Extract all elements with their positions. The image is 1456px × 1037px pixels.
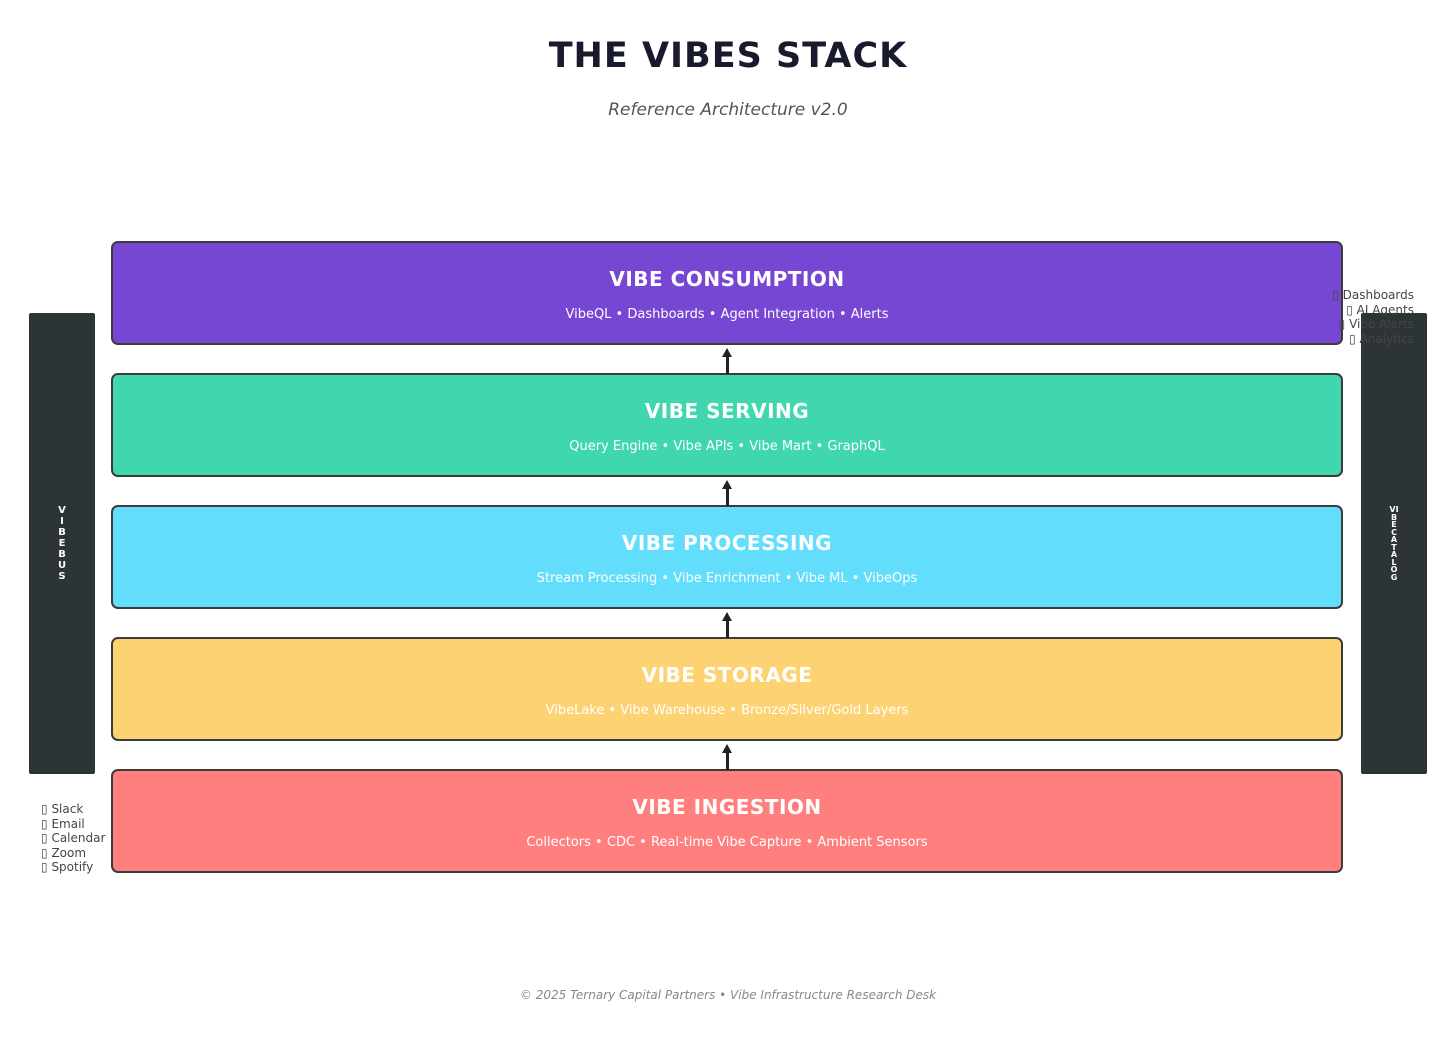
vibe-catalog-label: VIBE CATALOG	[1389, 505, 1399, 582]
diagram-title: THE VIBES STACK	[548, 36, 908, 76]
diagram-subtitle: Reference Architecture v2.0	[608, 100, 848, 120]
missing-glyph-icon: ▯	[41, 802, 48, 816]
layer-subtitle: Collectors • CDC • Real-time Vibe Captur…	[526, 835, 928, 850]
vibe-bus-sidebar: VIBE BUS	[29, 313, 95, 774]
layer-subtitle: VibeLake • Vibe Warehouse • Bronze/Silve…	[545, 703, 909, 718]
arrow-storage-to-processing	[722, 612, 732, 638]
layer-ingestion: VIBE INGESTION Collectors • CDC • Real-t…	[111, 769, 1343, 873]
layer-storage: VIBE STORAGE VibeLake • Vibe Warehouse •…	[111, 637, 1343, 741]
list-item: ▯ Email	[41, 816, 85, 831]
layer-subtitle: Query Engine • Vibe APIs • Vibe Mart • G…	[569, 439, 885, 454]
missing-glyph-icon: ▯	[41, 831, 48, 845]
list-item: ▯ Zoom	[41, 845, 87, 860]
list-item: ▯ Dashboards	[1332, 288, 1414, 302]
layer-subtitle: Stream Processing • Vibe Enrichment • Vi…	[536, 571, 918, 586]
layer-title: VIBE PROCESSING	[621, 531, 833, 555]
vibe-catalog-sidebar: VIBE CATALOG	[1361, 313, 1427, 774]
missing-glyph-icon: ▯	[41, 845, 48, 860]
data-sources-list: ▯ Slack ▯ Email ▯ Calendar ▯ Zoom ▯ Spot…	[41, 802, 105, 875]
list-item: ▯ Spotify	[41, 860, 94, 874]
outputs-list: ▯ Dashboards ▯ AI Agents ▯ Vibe Alerts ▯…	[1332, 288, 1414, 346]
missing-glyph-icon: ▯	[1346, 302, 1353, 317]
layer-subtitle: VibeQL • Dashboards • Agent Integration …	[565, 307, 889, 322]
missing-glyph-icon: ▯	[1349, 331, 1356, 346]
layer-title: VIBE STORAGE	[641, 663, 813, 687]
missing-glyph-icon: ▯	[41, 860, 48, 874]
missing-glyph-icon: ▯	[1338, 317, 1346, 331]
missing-glyph-icon: ▯	[1332, 288, 1339, 302]
arrow-serving-to-consumption	[722, 348, 732, 374]
layer-title: VIBE CONSUMPTION	[609, 267, 845, 291]
list-item: ▯ AI Agents	[1346, 302, 1414, 317]
list-item: ▯ Vibe Alerts	[1338, 317, 1414, 331]
layer-title: VIBE INGESTION	[632, 795, 822, 819]
layer-processing: VIBE PROCESSING Stream Processing • Vibe…	[111, 505, 1343, 609]
missing-glyph-icon: ▯	[41, 816, 48, 831]
list-item: ▯ Analytics	[1349, 331, 1414, 346]
list-item: ▯ Slack	[41, 802, 84, 816]
list-item: ▯ Calendar	[41, 831, 106, 845]
layer-consumption: VIBE CONSUMPTION VibeQL • Dashboards • A…	[111, 241, 1343, 345]
layer-title: VIBE SERVING	[644, 399, 810, 423]
arrow-processing-to-serving	[722, 480, 732, 506]
layer-serving: VIBE SERVING Query Engine • Vibe APIs • …	[111, 373, 1343, 477]
footer-credit: © 2025 Ternary Capital Partners • Vibe I…	[519, 988, 937, 1002]
arrow-ingestion-to-storage	[722, 744, 732, 770]
vibe-bus-label: VIBE BUS	[57, 505, 67, 582]
